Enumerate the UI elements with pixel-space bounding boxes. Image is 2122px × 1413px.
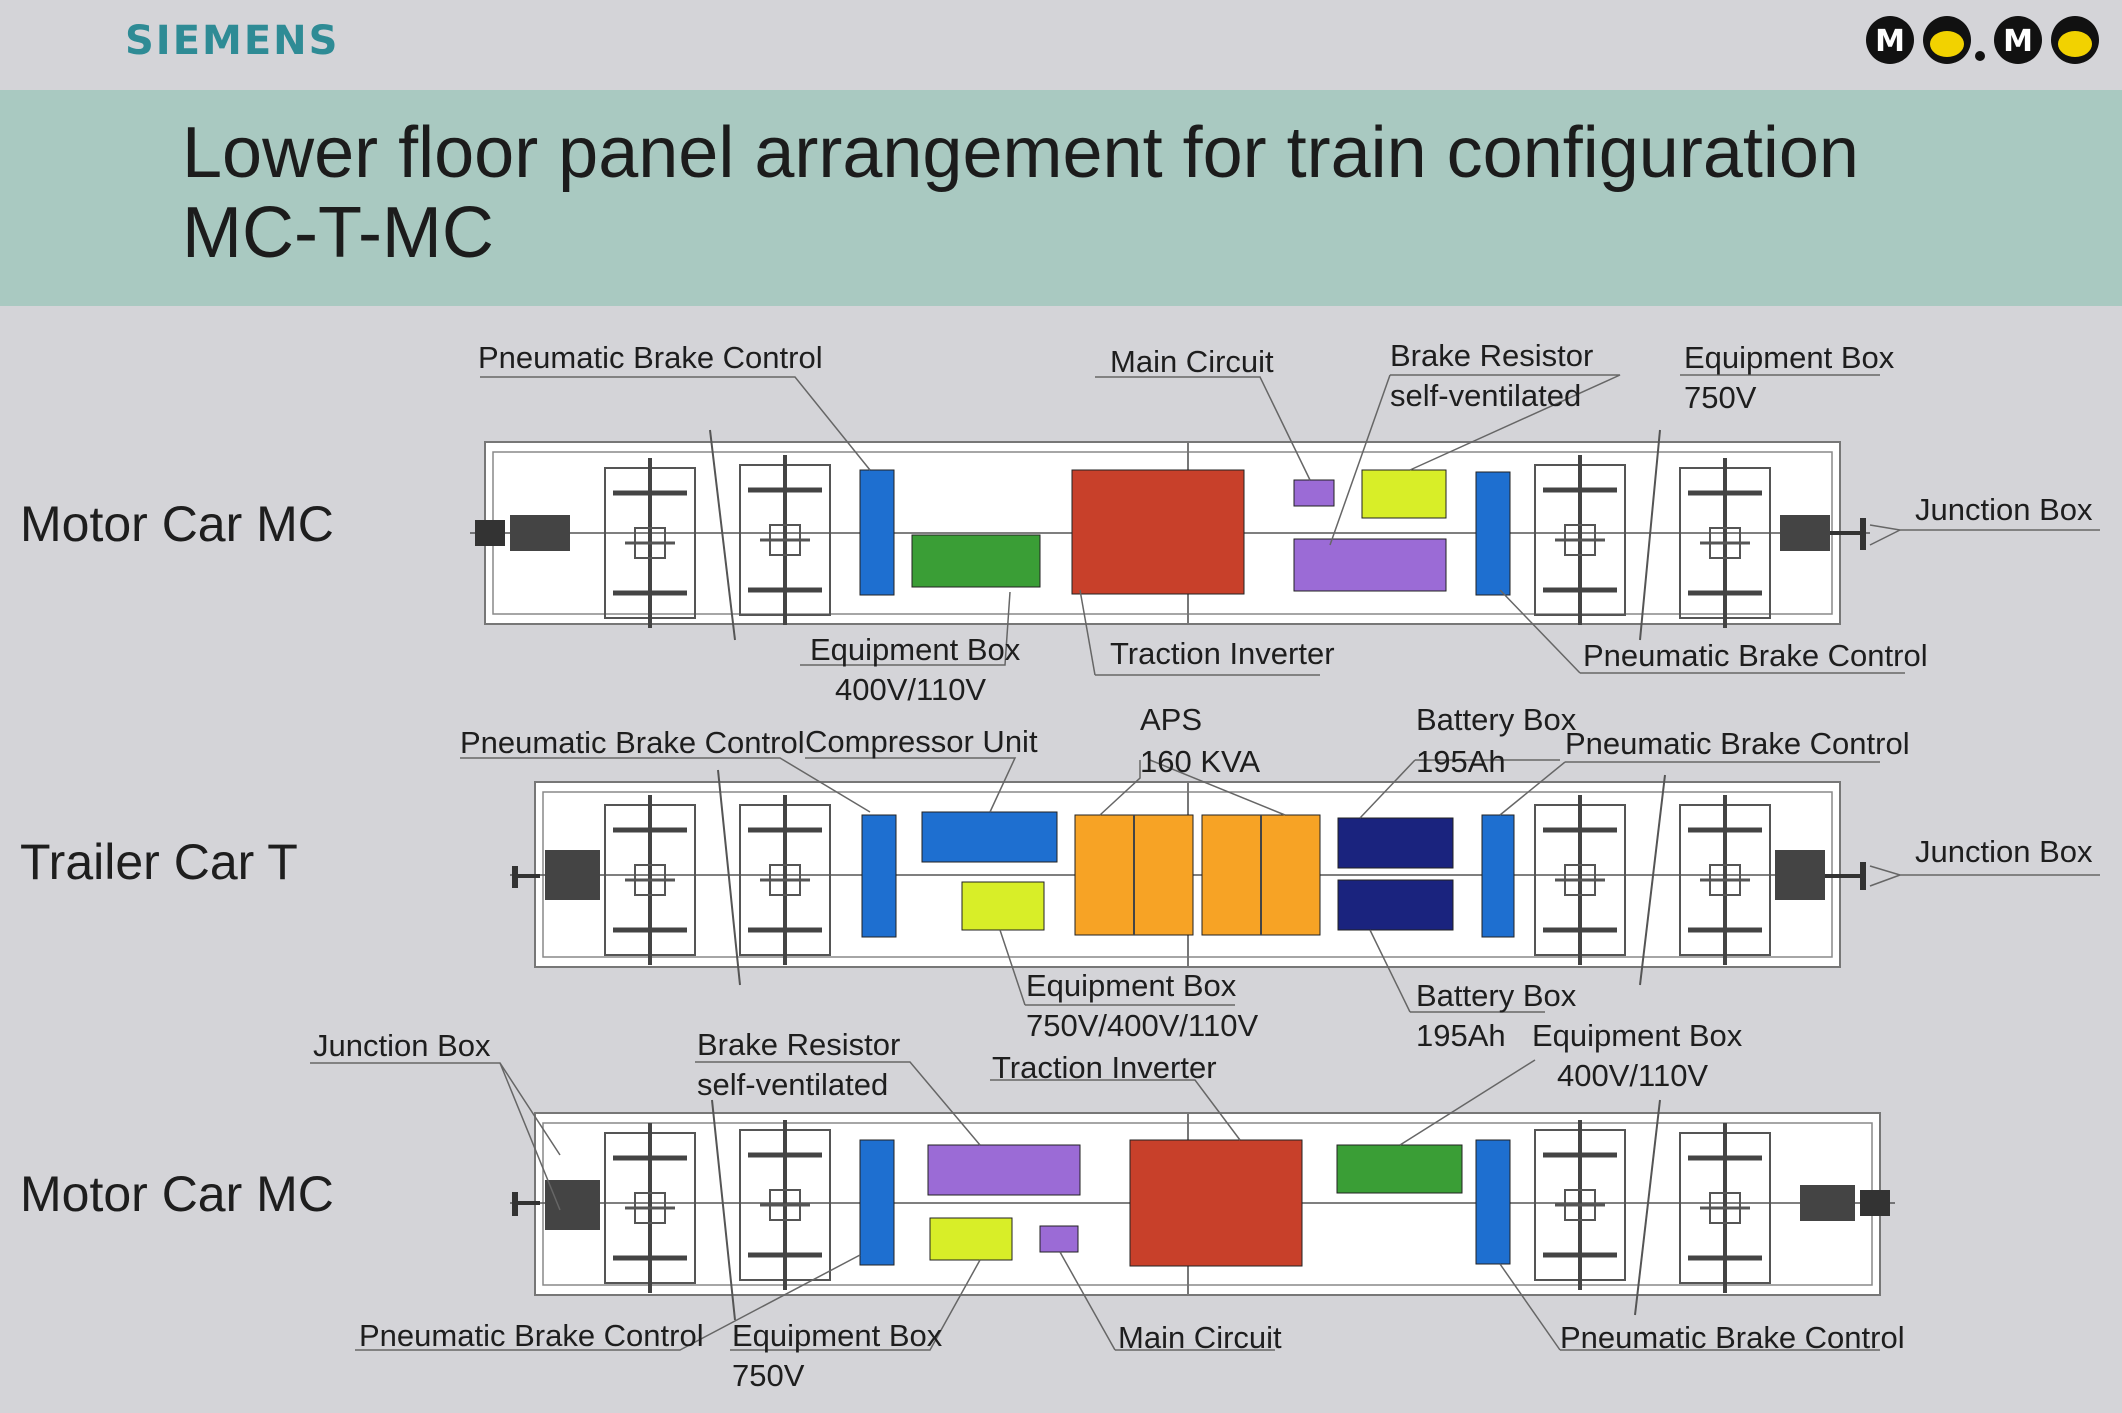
car1-label-equipment-box-750-sub: 750V xyxy=(1684,380,1757,415)
car1-label-traction-inverter: Traction Inverter xyxy=(1110,636,1335,671)
car1-equipment-box-400-110 xyxy=(911,534,1041,588)
car3-label-traction-inverter: Traction Inverter xyxy=(992,1050,1217,1085)
car2-pneumatic-brake-control-left xyxy=(861,814,897,938)
car1-main-circuit xyxy=(1293,479,1335,507)
car-2-couplers xyxy=(512,850,1866,900)
page-title: Lower floor panel arrangement for train … xyxy=(182,113,1859,193)
car-3-leader-lines xyxy=(310,1059,1880,1351)
car2-battery-box-bottom xyxy=(1337,879,1454,931)
car-1-leader-lines xyxy=(480,374,2100,676)
car1-equipment-box-750 xyxy=(1361,469,1447,519)
car3-main-circuit xyxy=(1039,1225,1079,1253)
car3-label-brake-resistor-sub: self-ventilated xyxy=(697,1067,889,1102)
car3-label-main-circuit: Main Circuit xyxy=(1118,1320,1282,1355)
car3-label-equipment-box-400: Equipment Box xyxy=(1532,1018,1743,1053)
car-3-couplers xyxy=(512,1180,1890,1230)
car1-label-equipment-box-750: Equipment Box xyxy=(1684,340,1895,375)
car1-brake-resistor xyxy=(1293,538,1447,592)
car2-label-battery-box-bottom-sub: 195Ah xyxy=(1416,1018,1506,1053)
car1-label-brake-resistor-sub: self-ventilated xyxy=(1390,378,1582,413)
svg-text:M: M xyxy=(1875,24,1905,59)
car2-pneumatic-brake-control-right xyxy=(1481,814,1515,938)
car1-label-equipment-box-400-sub: 400V/110V xyxy=(835,672,987,707)
car3-label-pneumatic-brake-control-left: Pneumatic Brake Control xyxy=(359,1318,704,1353)
svg-text:M: M xyxy=(2003,24,2033,59)
car2-equipment-box xyxy=(961,881,1045,931)
car2-battery-box-top xyxy=(1337,817,1454,869)
car2-label-pneumatic-brake-control-right: Pneumatic Brake Control xyxy=(1565,726,1910,761)
page-subtitle: MC-T-MC xyxy=(182,193,494,273)
car3-label-brake-resistor: Brake Resistor xyxy=(697,1027,901,1062)
car2-label-battery-box-top-sub: 195Ah xyxy=(1416,744,1506,779)
car1-label-main-circuit: Main Circuit xyxy=(1110,344,1274,379)
car1-label-pneumatic-brake-control-top: Pneumatic Brake Control xyxy=(478,340,823,375)
car3-label-junction-box: Junction Box xyxy=(313,1028,491,1063)
car2-label-equipment-box-sub: 750V/400V/110V xyxy=(1026,1008,1259,1043)
car2-label-battery-box-bottom: Battery Box xyxy=(1416,978,1577,1013)
car1-pneumatic-brake-control-left xyxy=(859,469,895,596)
car3-label-equipment-box-750-sub: 750V xyxy=(732,1358,805,1393)
car2-label-aps: APS xyxy=(1140,702,1203,737)
car3-equipment-box-400-110 xyxy=(1336,1144,1463,1194)
car-label-motor-2: Motor Car MC xyxy=(20,1166,334,1222)
car1-label-brake-resistor: Brake Resistor xyxy=(1390,338,1594,373)
siemens-logo: SIEMENS xyxy=(125,18,340,64)
car-1-couplers xyxy=(475,515,1866,551)
car2-compressor-unit xyxy=(921,811,1058,863)
car3-label-pneumatic-brake-control-right: Pneumatic Brake Control xyxy=(1560,1320,1905,1355)
car2-label-equipment-box: Equipment Box xyxy=(1026,968,1237,1003)
car3-brake-resistor xyxy=(927,1144,1081,1196)
car2-label-aps-sub: 160 KVA xyxy=(1140,744,1261,779)
car3-label-equipment-box-400-sub: 400V/110V xyxy=(1557,1058,1709,1093)
car2-label-junction-box: Junction Box xyxy=(1915,834,2093,869)
car2-label-compressor-unit: Compressor Unit xyxy=(805,724,1038,759)
car3-traction-inverter xyxy=(1129,1139,1303,1267)
car1-label-equipment-box-400: Equipment Box xyxy=(810,632,1021,667)
car1-label-pneumatic-brake-control-bottom: Pneumatic Brake Control xyxy=(1583,638,1928,673)
car3-pneumatic-brake-control-left xyxy=(859,1139,895,1266)
car-label-trailer: Trailer Car T xyxy=(20,834,298,890)
car1-pneumatic-brake-control-right xyxy=(1475,471,1511,596)
metro-logo-icon: M M xyxy=(1866,16,2099,64)
car1-label-junction-box: Junction Box xyxy=(1915,492,2093,527)
car3-equipment-box-750 xyxy=(929,1217,1013,1261)
car3-label-equipment-box-750: Equipment Box xyxy=(732,1318,943,1353)
car-2-leader-lines xyxy=(460,757,2100,1013)
car1-traction-inverter xyxy=(1071,469,1245,595)
car-label-motor-1: Motor Car MC xyxy=(20,496,334,552)
car2-label-battery-box-top: Battery Box xyxy=(1416,702,1577,737)
car3-pneumatic-brake-control-right xyxy=(1475,1139,1511,1265)
car2-label-pneumatic-brake-control-left: Pneumatic Brake Control xyxy=(460,725,805,760)
title-band xyxy=(0,90,2122,306)
